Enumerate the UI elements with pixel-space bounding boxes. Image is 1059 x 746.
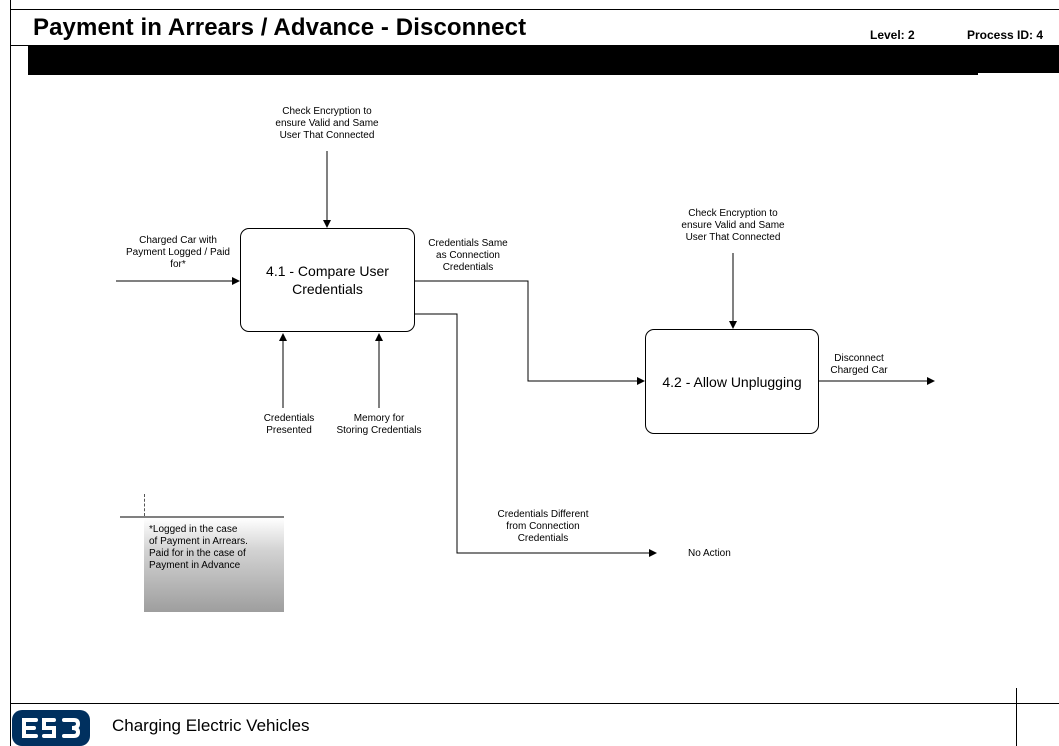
process-id-label: Process ID: 4 xyxy=(967,28,1044,42)
output-arrow-different xyxy=(415,313,657,557)
process-box-4-1: 4.1 - Compare User Credentials xyxy=(240,228,415,332)
header-bar xyxy=(28,45,1059,75)
no-action-label: No Action xyxy=(688,548,731,559)
output-arrow-same xyxy=(415,280,645,385)
frame-left-border xyxy=(10,0,11,746)
process-box-4-2: 4.2 - Allow Unplugging xyxy=(645,329,819,434)
note-top-rule xyxy=(120,516,284,518)
header-bar-notch xyxy=(978,73,1059,76)
footer-vertical-divider xyxy=(1016,688,1017,746)
esb-logo xyxy=(12,710,90,746)
footer-divider xyxy=(10,703,1059,704)
page-title: Payment in Arrears / Advance - Disconnec… xyxy=(33,14,527,41)
note-dashed-leader xyxy=(144,494,145,516)
frame-tick xyxy=(10,45,28,46)
footer-title: Charging Electric Vehicles xyxy=(112,716,310,735)
frame-top-border xyxy=(10,9,1059,10)
level-label: Level: 2 xyxy=(870,28,915,42)
